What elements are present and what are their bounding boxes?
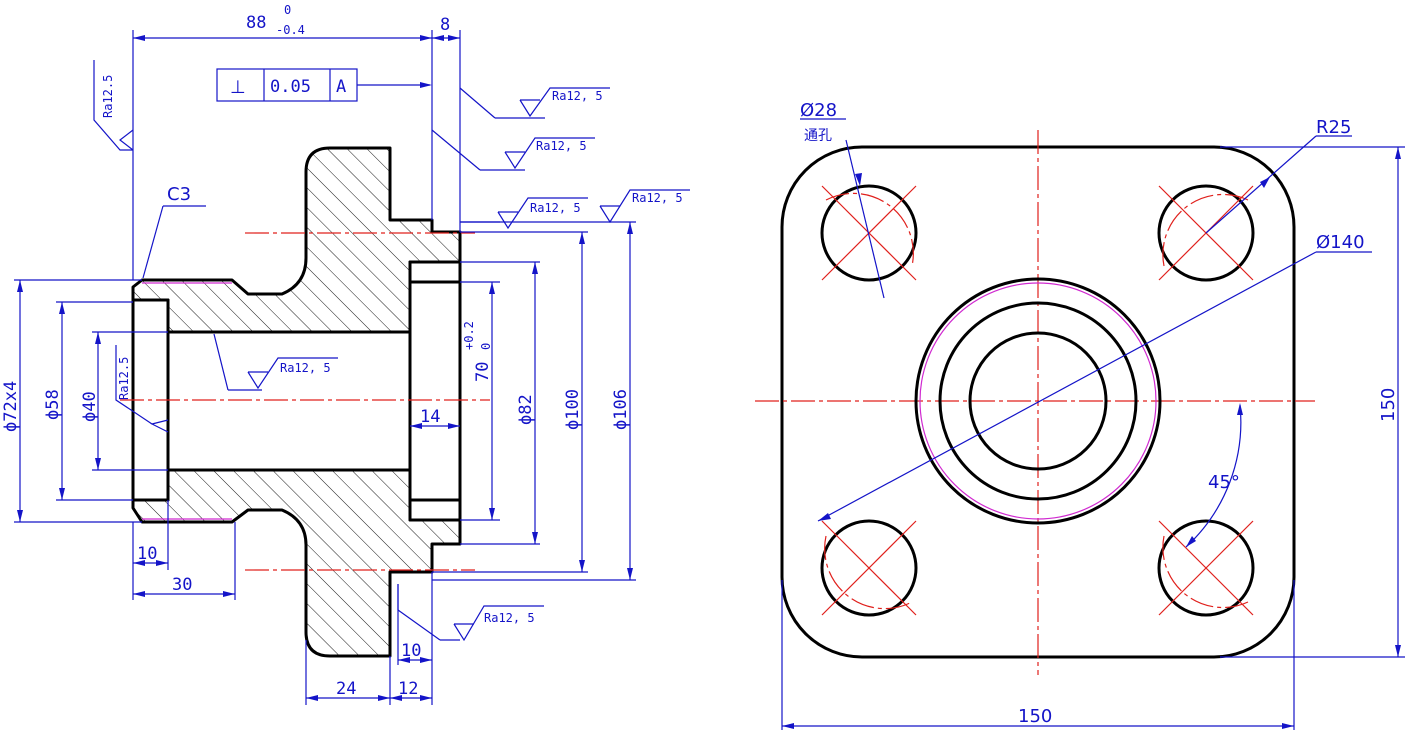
dim-30-label: 30 — [172, 575, 192, 595]
boss-middle-circle — [938, 301, 1138, 501]
bolt-circle-label: Ø140 — [1316, 232, 1365, 253]
boss-outer-circle — [914, 277, 1162, 525]
roughness-symbol: Ra12, 5 — [459, 87, 610, 119]
dim-width-label: 150 — [1018, 706, 1052, 727]
chamfer-label: C3 — [167, 184, 191, 205]
dim-70-value: 70 — [473, 362, 493, 382]
roughness-label: Ra12, 5 — [536, 139, 587, 153]
dim-88-upper-tol: 0 — [284, 3, 291, 17]
dim-d72-label: ϕ72x4 — [1, 381, 21, 432]
dim-10-bottom-label: 10 — [401, 641, 421, 661]
right-counterbore — [408, 260, 462, 522]
roughness-symbol-vertical: Ra12.5 — [115, 345, 169, 433]
perpendicularity-tolerance: 0.05 — [270, 77, 311, 97]
section-upper-solid — [131, 146, 462, 334]
bolt-circle-leader — [817, 251, 1317, 522]
angle-arc — [1185, 404, 1242, 548]
bolt-hole-top-left — [820, 184, 918, 282]
dim-88-lower-tol: -0.4 — [276, 23, 305, 37]
roughness-symbol: Ra12, 5 — [599, 189, 690, 224]
dim-24-label: 24 — [336, 679, 356, 699]
roughness-label: Ra12, 5 — [552, 89, 603, 103]
plan-view: Ø28 通孔 R25 Ø140 45° 150 150 — [755, 100, 1405, 730]
roughness-label: Ra12, 5 — [280, 361, 331, 375]
bolt-hole-bottom-right — [1157, 519, 1255, 617]
roughness-label: Ra12, 5 — [484, 611, 535, 625]
bore-circle — [968, 331, 1108, 471]
hole-dia-label: Ø28 — [800, 100, 837, 121]
roughness-symbol: Ra12, 5 — [213, 333, 338, 391]
boss-thread-circle — [919, 282, 1157, 520]
hole-note-label: 通孔 — [804, 128, 832, 144]
dim-d82-label: ϕ82 — [516, 394, 536, 425]
roughness-label: Ra12.5 — [117, 357, 131, 400]
section-lower-solid — [131, 468, 462, 658]
roughness-label: Ra12.5 — [101, 75, 115, 118]
dim-d58-label: ϕ58 — [43, 389, 63, 420]
arrow — [133, 35, 145, 41]
bolt-hole-bottom-left — [820, 519, 918, 617]
section-view: 88 0 -0.4 8 ⊥ 0.05 A Ra12, 5 Ra12, 5 — [1, 3, 690, 705]
roughness-label: Ra12, 5 — [632, 191, 683, 205]
dim-70-upper-tol: +0.2 — [462, 321, 476, 350]
dim-8-value: 8 — [440, 15, 450, 35]
dim-12-label: 12 — [398, 679, 418, 699]
roughness-symbol: Ra12, 5 — [397, 584, 544, 642]
roughness-label: Ra12, 5 — [530, 201, 581, 215]
perpendicularity-datum: A — [336, 77, 346, 97]
radius-label: R25 — [1316, 117, 1351, 138]
dim-d40-label: ϕ40 — [80, 391, 100, 422]
angle-label: 45° — [1208, 472, 1240, 493]
arrow — [420, 35, 432, 41]
chamfer-leader — [142, 205, 164, 279]
dim-height-label: 150 — [1378, 388, 1399, 422]
dim-10-left-label: 10 — [137, 544, 157, 564]
dim-70-lower-tol: 0 — [479, 343, 493, 350]
roughness-symbol-vertical: Ra12.5 — [93, 60, 134, 151]
roughness-symbol: Ra12, 5 — [431, 129, 595, 171]
dim-14-label: 14 — [420, 407, 440, 427]
dim-d106-label: ϕ106 — [611, 389, 631, 430]
dim-88-value: 88 — [246, 13, 266, 33]
perpendicularity-symbol: ⊥ — [230, 77, 246, 98]
arrow — [448, 35, 460, 41]
dim-d100-label: ϕ100 — [563, 389, 583, 430]
arrow — [432, 35, 444, 41]
radius-leader — [1205, 135, 1317, 234]
arrow — [420, 82, 432, 88]
roughness-symbol: Ra12, 5 — [460, 197, 588, 230]
hole-dia-leader — [845, 139, 885, 299]
